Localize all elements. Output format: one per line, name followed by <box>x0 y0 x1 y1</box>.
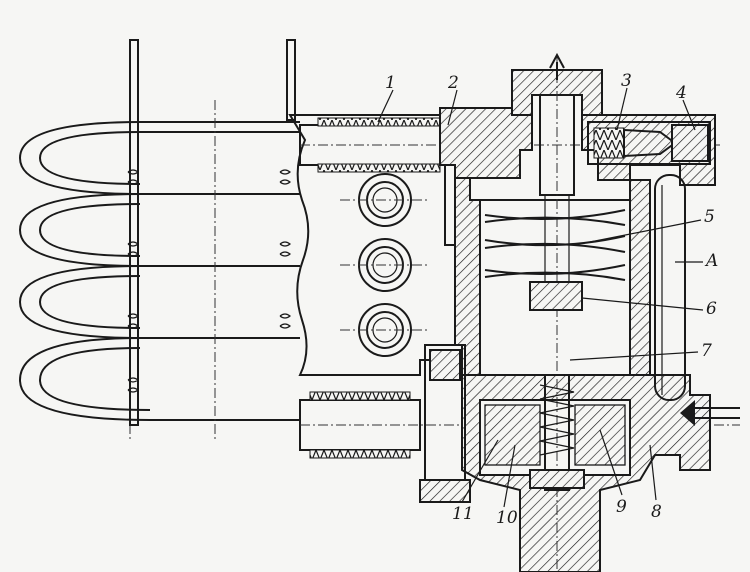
callout-3: 3 <box>621 71 632 91</box>
callout-11: 11 <box>452 504 474 524</box>
callout-1: 1 <box>385 73 396 93</box>
rotor-nut <box>529 281 583 311</box>
diaphragm-plates <box>484 404 626 466</box>
callout-5: 5 <box>704 207 715 227</box>
clamp-bolt <box>419 344 471 503</box>
needle-valve <box>587 121 711 165</box>
callout-6: 6 <box>706 299 717 319</box>
callout-A: A <box>704 251 718 271</box>
callout-labels: 1 2 3 4 5 A 6 7 9 8 11 10 <box>385 71 718 528</box>
callout-9: 9 <box>616 497 627 517</box>
tube-sections <box>340 173 430 357</box>
leader-lines <box>377 87 704 508</box>
support-rods <box>127 39 296 426</box>
bypass-tube <box>654 174 686 401</box>
inlet-arrow <box>680 400 740 426</box>
turbine-blades <box>484 194 626 286</box>
callout-4: 4 <box>675 83 687 103</box>
coil-loops <box>18 100 300 440</box>
valve-stem <box>529 374 585 491</box>
callout-7: 7 <box>701 341 712 361</box>
exchanger-plate <box>288 114 466 376</box>
callout-10: 10 <box>496 508 518 528</box>
callout-2: 2 <box>447 73 459 93</box>
callout-8: 8 <box>651 502 662 522</box>
